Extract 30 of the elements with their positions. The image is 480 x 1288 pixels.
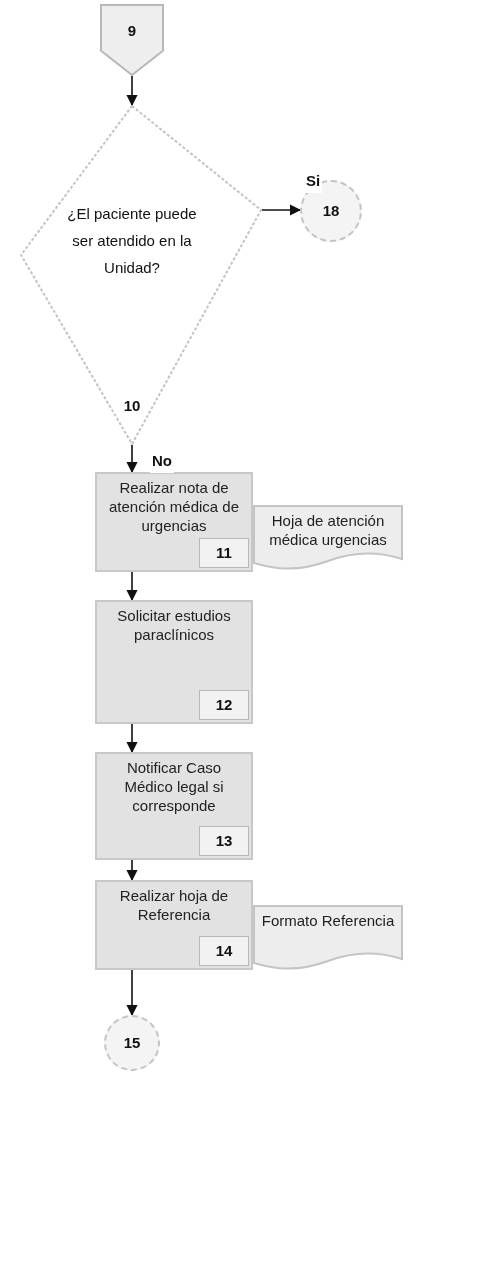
- process-box: [95, 752, 253, 860]
- document-shape: [253, 505, 403, 571]
- document-text: Hoja de atención médica urgencias: [268, 511, 388, 549]
- step-number: 14: [199, 936, 249, 966]
- arrow: [261, 204, 302, 216]
- document-shape: [253, 905, 403, 971]
- step-number: 13: [199, 826, 249, 856]
- step-number: 12: [199, 690, 249, 720]
- process-text: Realizar hoja de Referencia: [118, 886, 230, 924]
- arrow: [126, 969, 138, 1017]
- connector-number: 15: [123, 1032, 141, 1053]
- connector-number: 9: [126, 21, 138, 41]
- arrow: [126, 571, 138, 602]
- process-text: Solicitar estudios paraclínicos: [116, 606, 232, 644]
- decision-diamond: [20, 105, 262, 445]
- decision-text: ¿El paciente puede ser atendido en la Unidad?: [66, 204, 198, 278]
- arrow: [126, 723, 138, 754]
- process-text: Realizar nota de atención médica de urgencias: [107, 478, 241, 535]
- process-box: [95, 600, 253, 724]
- arrow: [126, 75, 138, 107]
- off-page-connector: [100, 4, 164, 76]
- arrow: [126, 444, 138, 474]
- process-box: [95, 880, 253, 970]
- step-number: 11: [199, 538, 249, 568]
- process-box: [95, 472, 253, 572]
- process-text: Notificar Caso Médico legal si corresponde: [123, 758, 225, 815]
- arrow: [126, 859, 138, 882]
- document-text: Formato Referencia: [260, 911, 396, 930]
- step-number: 10: [122, 396, 142, 416]
- connector-number: 18: [322, 200, 340, 221]
